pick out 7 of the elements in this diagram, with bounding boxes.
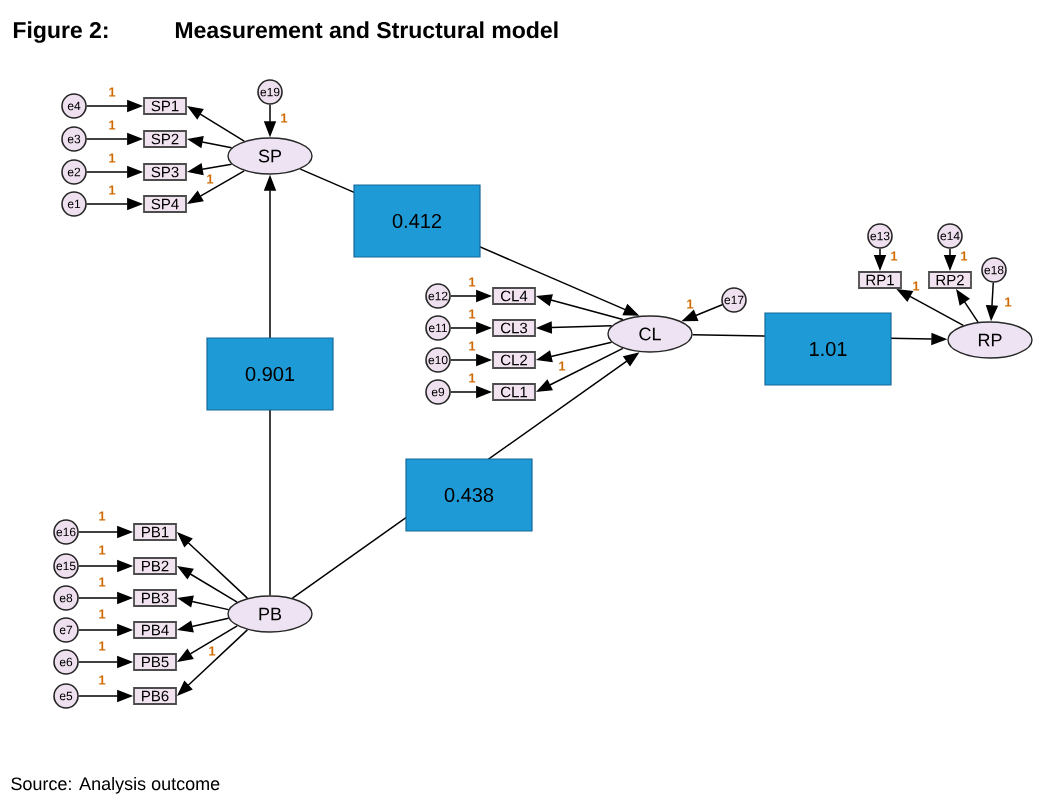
coefficient-box: 0.412 [353, 184, 481, 258]
figure-title: Measurement and Structural model [175, 21, 558, 39]
coefficient-box: 1.01 [764, 312, 892, 386]
coefficient-box: 0.901 [206, 337, 334, 411]
figure-number: Figure 2: [13, 21, 108, 43]
source-note: Source: Analysis outcome [11, 776, 220, 794]
coefficient-box: 0.438 [405, 458, 533, 532]
